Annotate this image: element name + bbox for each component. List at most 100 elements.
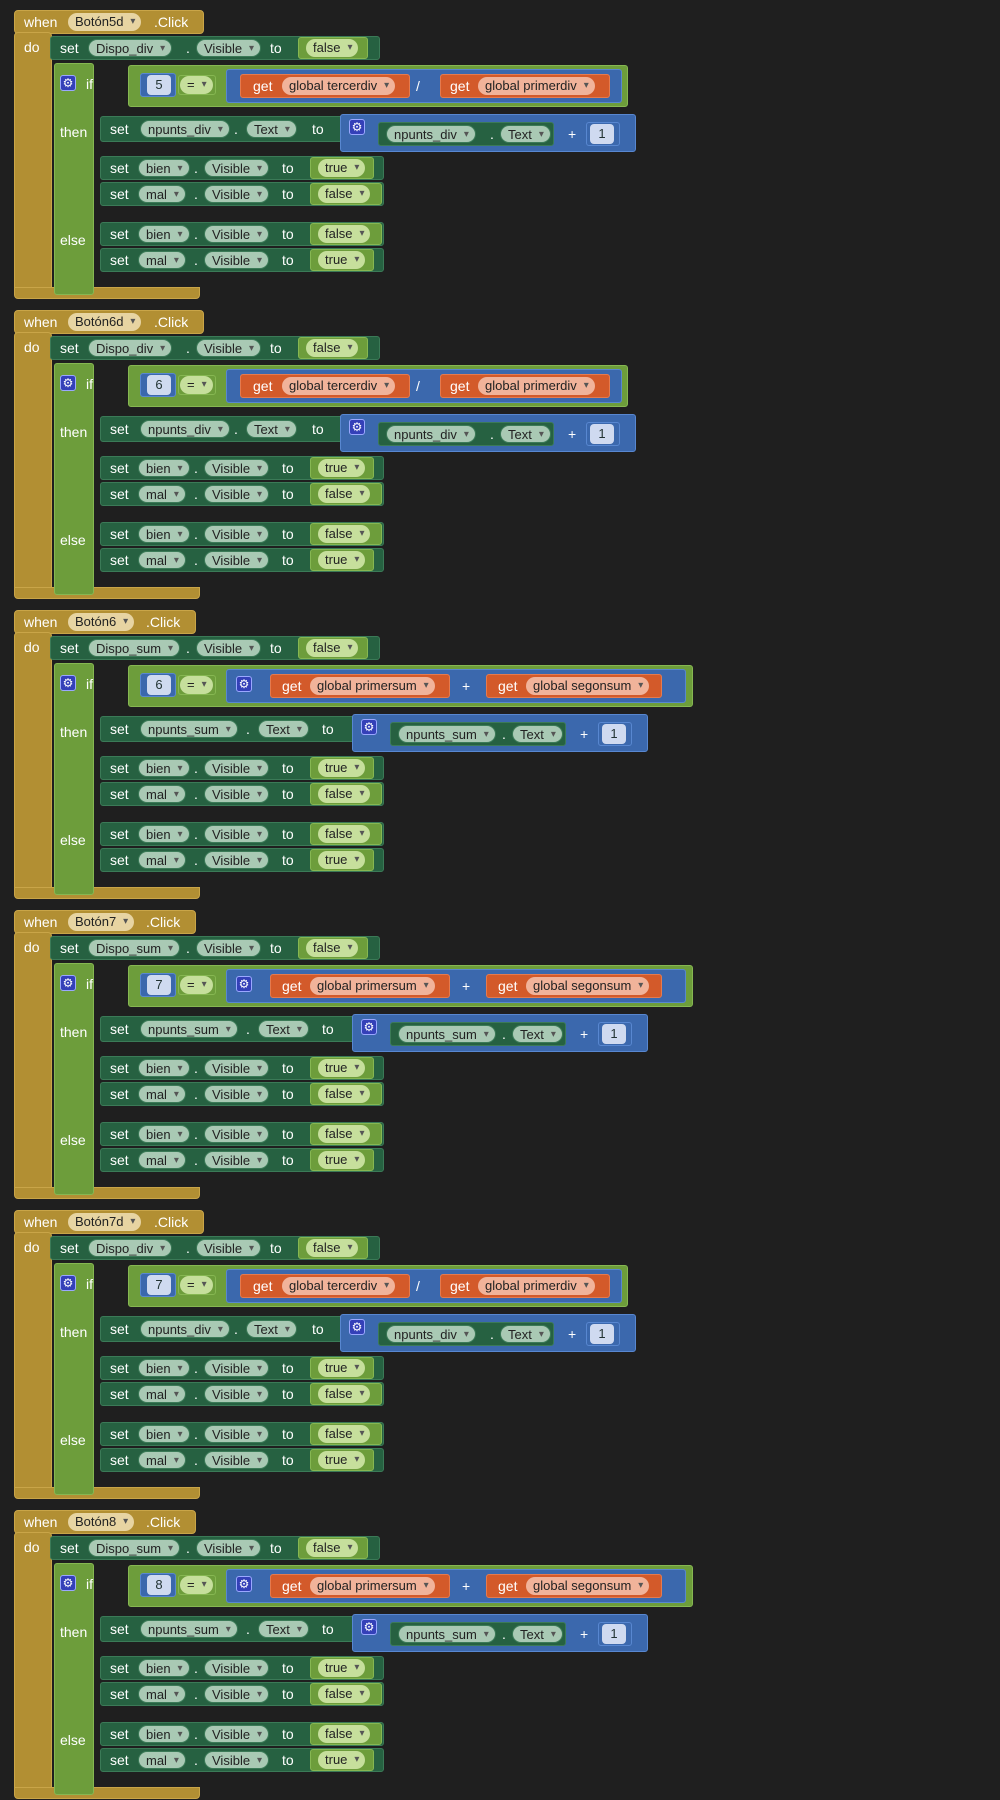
boolean-dropdown[interactable]: true bbox=[318, 759, 366, 777]
property-dropdown[interactable]: Visible bbox=[204, 551, 270, 570]
bien-component-dropdown[interactable]: bien bbox=[138, 1659, 190, 1678]
if-else-block-spine[interactable] bbox=[54, 963, 94, 1195]
property-dropdown[interactable]: Visible bbox=[196, 39, 262, 58]
property-dropdown[interactable]: Visible bbox=[204, 1725, 270, 1744]
boolean-dropdown[interactable]: true bbox=[318, 1751, 366, 1769]
boolean-dropdown[interactable]: false bbox=[318, 1725, 371, 1743]
mal-component-dropdown[interactable]: mal bbox=[138, 485, 186, 504]
bien-component-dropdown[interactable]: bien bbox=[138, 159, 190, 178]
boolean-dropdown[interactable]: false bbox=[306, 39, 359, 57]
property-dropdown[interactable]: Text bbox=[258, 1020, 309, 1039]
property-dropdown[interactable]: Text bbox=[246, 1320, 297, 1339]
variable-dropdown-right[interactable]: global primerdiv bbox=[478, 1277, 595, 1295]
property-dropdown[interactable]: Visible bbox=[196, 939, 262, 958]
npunts-component-dropdown[interactable]: npunts_div bbox=[140, 420, 230, 439]
boolean-dropdown[interactable]: false bbox=[306, 1239, 359, 1257]
if-else-block-spine[interactable] bbox=[54, 1263, 94, 1495]
mal-component-dropdown[interactable]: mal bbox=[138, 1151, 186, 1170]
equals-dropdown[interactable]: = bbox=[180, 1576, 213, 1594]
mal-component-dropdown[interactable]: mal bbox=[138, 185, 186, 204]
mutator-gear-icon[interactable]: ⚙ bbox=[60, 1575, 76, 1591]
property-dropdown[interactable]: Visible bbox=[204, 1425, 270, 1444]
variable-dropdown-left[interactable]: global primersum bbox=[310, 977, 435, 995]
number-value[interactable]: 7 bbox=[147, 975, 171, 995]
npunts-getter-dropdown[interactable]: npunts_sum bbox=[398, 1025, 496, 1044]
bien-component-dropdown[interactable]: bien bbox=[138, 1059, 190, 1078]
property-dropdown[interactable]: Visible bbox=[196, 339, 262, 358]
property-dropdown[interactable]: Visible bbox=[204, 851, 270, 870]
property-dropdown[interactable]: Visible bbox=[204, 185, 270, 204]
variable-dropdown-left[interactable]: global tercerdiv bbox=[282, 377, 396, 395]
npunts-getter-dropdown[interactable]: npunts_div bbox=[386, 425, 476, 444]
if-else-block-spine[interactable] bbox=[54, 363, 94, 595]
bien-component-dropdown[interactable]: bien bbox=[138, 1125, 190, 1144]
mutator-gear-icon[interactable]: ⚙ bbox=[60, 975, 76, 991]
bien-component-dropdown[interactable]: bien bbox=[138, 1359, 190, 1378]
property-dropdown[interactable]: Visible bbox=[204, 1151, 270, 1170]
variable-dropdown-left[interactable]: global primersum bbox=[310, 677, 435, 695]
property-dropdown[interactable]: Visible bbox=[204, 485, 270, 504]
mal-component-dropdown[interactable]: mal bbox=[138, 1451, 186, 1470]
property-dropdown[interactable]: Text bbox=[500, 425, 551, 444]
bien-component-dropdown[interactable]: bien bbox=[138, 459, 190, 478]
number-one-value[interactable]: 1 bbox=[590, 1324, 614, 1344]
boolean-dropdown[interactable]: true bbox=[318, 851, 366, 869]
bien-component-dropdown[interactable]: bien bbox=[138, 1725, 190, 1744]
dispo-component-dropdown[interactable]: Dispo_sum bbox=[88, 639, 181, 658]
property-dropdown[interactable]: Visible bbox=[196, 639, 262, 658]
number-value[interactable]: 8 bbox=[147, 1575, 171, 1595]
boolean-dropdown[interactable]: true bbox=[318, 1659, 366, 1677]
property-dropdown[interactable]: Visible bbox=[204, 459, 270, 478]
property-dropdown[interactable]: Text bbox=[500, 1325, 551, 1344]
npunts-component-dropdown[interactable]: npunts_sum bbox=[140, 720, 238, 739]
equals-dropdown[interactable]: = bbox=[180, 976, 213, 994]
variable-dropdown-right[interactable]: global primerdiv bbox=[478, 77, 595, 95]
mal-component-dropdown[interactable]: mal bbox=[138, 851, 186, 870]
boolean-dropdown[interactable]: true bbox=[318, 251, 366, 269]
boolean-dropdown[interactable]: true bbox=[318, 551, 366, 569]
property-dropdown[interactable]: Visible bbox=[204, 1751, 270, 1770]
bien-component-dropdown[interactable]: bien bbox=[138, 825, 190, 844]
mal-component-dropdown[interactable]: mal bbox=[138, 1385, 186, 1404]
boolean-dropdown[interactable]: false bbox=[318, 485, 371, 503]
equals-dropdown[interactable]: = bbox=[180, 676, 213, 694]
button-component-dropdown[interactable]: Botón7d bbox=[68, 1213, 142, 1231]
property-dropdown[interactable]: Text bbox=[512, 1625, 563, 1644]
mutator-gear-icon[interactable]: ⚙ bbox=[60, 375, 76, 391]
mal-component-dropdown[interactable]: mal bbox=[138, 551, 186, 570]
variable-dropdown-right[interactable]: global segonsum bbox=[526, 677, 650, 695]
dispo-component-dropdown[interactable]: Dispo_div bbox=[88, 339, 173, 358]
mal-component-dropdown[interactable]: mal bbox=[138, 1685, 186, 1704]
mal-component-dropdown[interactable]: mal bbox=[138, 251, 186, 270]
property-dropdown[interactable]: Visible bbox=[204, 1059, 270, 1078]
boolean-dropdown[interactable]: false bbox=[306, 339, 359, 357]
property-dropdown[interactable]: Visible bbox=[204, 225, 270, 244]
dispo-component-dropdown[interactable]: Dispo_div bbox=[88, 1239, 173, 1258]
boolean-dropdown[interactable]: false bbox=[318, 1385, 371, 1403]
mutator-gear-icon[interactable]: ⚙ bbox=[60, 75, 76, 91]
boolean-dropdown[interactable]: false bbox=[306, 639, 359, 657]
boolean-dropdown[interactable]: false bbox=[318, 1685, 371, 1703]
boolean-dropdown[interactable]: true bbox=[318, 459, 366, 477]
number-value[interactable]: 7 bbox=[147, 1275, 171, 1295]
property-dropdown[interactable]: Visible bbox=[204, 759, 270, 778]
number-one-value[interactable]: 1 bbox=[602, 1024, 626, 1044]
property-dropdown[interactable]: Visible bbox=[204, 1125, 270, 1144]
property-dropdown[interactable]: Visible bbox=[196, 1539, 262, 1558]
equals-dropdown[interactable]: = bbox=[180, 376, 213, 394]
button-component-dropdown[interactable]: Botón5d bbox=[68, 13, 142, 31]
dispo-component-dropdown[interactable]: Dispo_sum bbox=[88, 939, 181, 958]
npunts-component-dropdown[interactable]: npunts_div bbox=[140, 120, 230, 139]
number-one-value[interactable]: 1 bbox=[602, 724, 626, 744]
mal-component-dropdown[interactable]: mal bbox=[138, 785, 186, 804]
mutator-gear-icon[interactable]: ⚙ bbox=[361, 719, 377, 735]
number-one-value[interactable]: 1 bbox=[590, 424, 614, 444]
dispo-component-dropdown[interactable]: Dispo_sum bbox=[88, 1539, 181, 1558]
property-dropdown[interactable]: Visible bbox=[204, 1451, 270, 1470]
if-else-block-spine[interactable] bbox=[54, 663, 94, 895]
npunts-getter-dropdown[interactable]: npunts_sum bbox=[398, 725, 496, 744]
variable-dropdown-left[interactable]: global primersum bbox=[310, 1577, 435, 1595]
boolean-dropdown[interactable]: true bbox=[318, 1359, 366, 1377]
mutator-gear-icon[interactable]: ⚙ bbox=[236, 1576, 252, 1592]
number-one-value[interactable]: 1 bbox=[590, 124, 614, 144]
